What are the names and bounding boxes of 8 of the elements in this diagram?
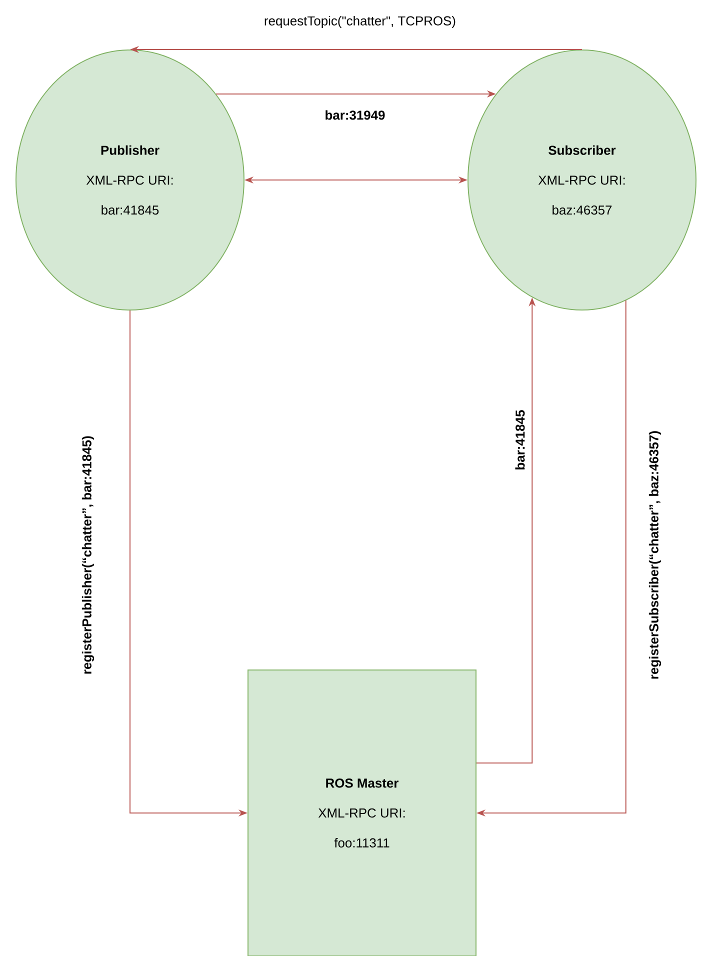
ellipse-node: Publisher XML-RPC URI: bar:41845 <box>16 50 244 310</box>
edge-label: registerPublisher(“chatter”, bar:41845) <box>80 434 96 676</box>
edge-label: registerSubscriber(“chatter”, baz:46357) <box>648 429 662 681</box>
edge-label: requestTopic("chatter", TCPROS) <box>263 14 457 30</box>
ellipse-node: Subscriber XML-RPC URI: baz:46357 <box>468 50 696 310</box>
process-box: ROS Master XML-RPC URI: foo:11311 <box>248 670 476 956</box>
edge-label: bar:41845 <box>514 408 526 472</box>
edge-label: bar:31949 <box>324 109 386 121</box>
